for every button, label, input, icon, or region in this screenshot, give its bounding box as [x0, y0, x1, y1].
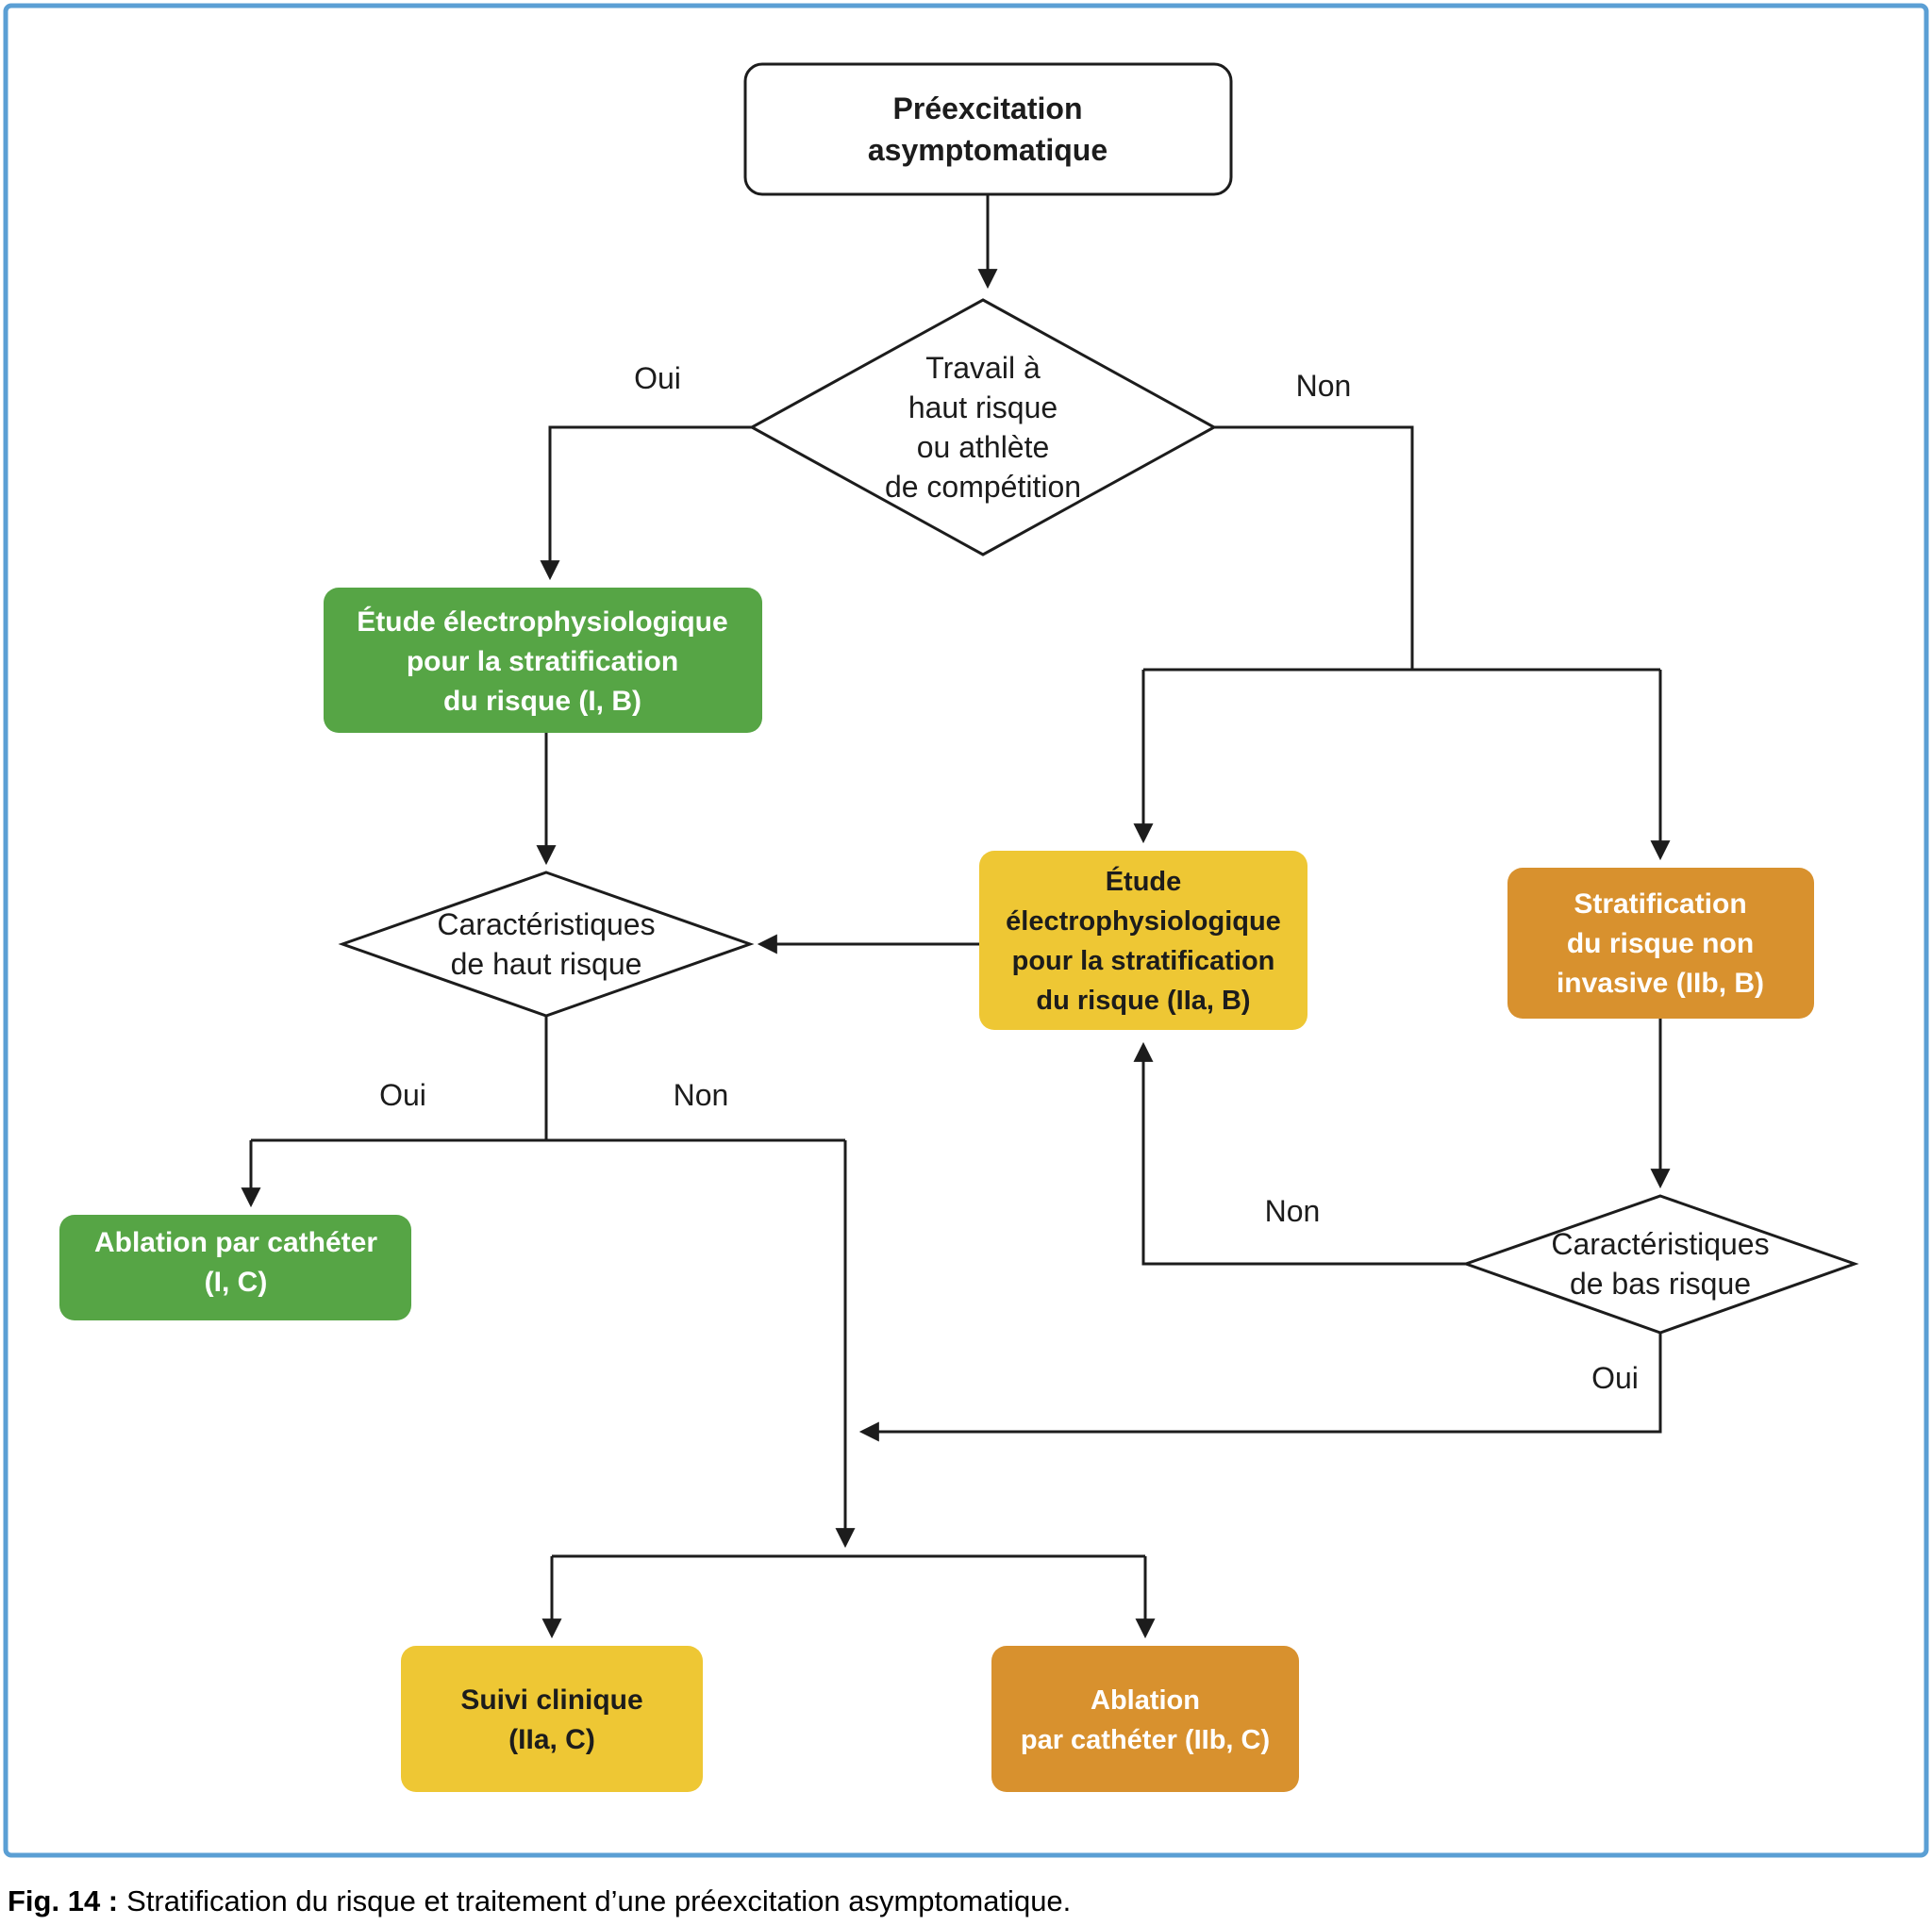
node-ep-study-green-label: pour la stratification	[407, 646, 678, 677]
decision-work-risk-label: Travail à	[925, 351, 1041, 385]
edge-work-risk-non	[1214, 425, 1414, 670]
edge-low-risk-non-return	[1133, 1041, 1466, 1266]
node-ablation-orange-label: par cathéter (IIb, C)	[1021, 1725, 1270, 1755]
node-ep-study-yellow-label: électrophysiologique	[1006, 906, 1281, 937]
node-suivi-clinique-label: (IIa, C)	[508, 1724, 595, 1755]
label-high-risk-non: Non	[674, 1078, 729, 1112]
node-strat-non-invasive	[1507, 868, 1814, 1019]
node-suivi-clinique	[401, 1646, 703, 1792]
decision-low-risk	[1461, 1194, 1859, 1335]
node-strat-non-invasive-label: du risque non	[1567, 928, 1754, 959]
decision-high-risk-label: de haut risque	[451, 947, 642, 981]
node-ablation-green-label: (I, C)	[205, 1267, 268, 1298]
label-low-risk-non: Non	[1265, 1194, 1321, 1228]
figure-caption-text: Stratification du risque et traitement d…	[126, 1884, 1071, 1917]
node-ep-study-yellow-label: Étude	[1106, 865, 1182, 897]
node-start-label: Préexcitation	[893, 91, 1083, 125]
label-high-risk-oui: Oui	[379, 1078, 426, 1112]
node-ablation-orange-label: Ablation	[1091, 1685, 1200, 1716]
node-ep-study-green-label: Étude électrophysiologique	[357, 606, 727, 638]
node-ablation-green	[59, 1215, 411, 1320]
node-start	[743, 62, 1233, 196]
node-strat-non-invasive-label: invasive (IIb, B)	[1557, 968, 1764, 999]
node-ablation-green-label: Ablation par cathéter	[94, 1227, 377, 1258]
label-work-risk-non: Non	[1296, 369, 1352, 403]
figure-caption: Fig. 14 :Stratification du risque et tra…	[8, 1884, 1071, 1917]
decision-work-risk-label: haut risque	[908, 390, 1058, 424]
decision-work-risk-label: de compétition	[885, 470, 1081, 504]
node-ep-study-green	[324, 588, 762, 733]
figure-border	[3, 3, 1929, 1858]
node-ep-study-yellow	[979, 851, 1307, 1030]
decision-high-risk-label: Caractéristiques	[437, 907, 655, 941]
label-work-risk-oui: Oui	[634, 361, 681, 395]
decision-low-risk-label: de bas risque	[1570, 1267, 1751, 1301]
decision-low-risk-label: Caractéristiques	[1551, 1227, 1769, 1261]
node-ep-study-yellow-label: du risque (IIa, B)	[1036, 986, 1250, 1016]
decision-work-risk	[748, 298, 1218, 556]
decision-high-risk	[338, 871, 755, 1018]
node-start-label: asymptomatique	[868, 133, 1108, 167]
node-ep-study-green-label: du risque (I, B)	[443, 686, 641, 717]
node-strat-non-invasive-label: Stratification	[1574, 888, 1746, 920]
node-ablation-orange	[991, 1646, 1299, 1792]
edge-work-risk-oui	[540, 425, 752, 581]
node-suivi-clinique-label: Suivi clinique	[460, 1684, 642, 1716]
figure-caption-number: Fig. 14 :	[8, 1884, 118, 1917]
node-ep-study-yellow-label: pour la stratification	[1012, 946, 1275, 976]
decision-work-risk-label: ou athlète	[917, 430, 1050, 464]
label-low-risk-oui: Oui	[1591, 1361, 1639, 1395]
edge-low-risk-oui	[858, 1333, 1662, 1442]
